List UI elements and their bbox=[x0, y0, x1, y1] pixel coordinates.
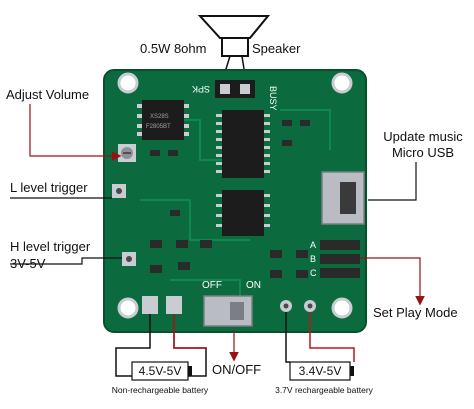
potentiometer-icon bbox=[118, 144, 136, 162]
mount-hole-bottom-left bbox=[117, 297, 139, 319]
battery-pads-right bbox=[280, 300, 316, 312]
smd-components bbox=[150, 120, 310, 278]
battery-pads-left bbox=[142, 296, 182, 314]
battery-right-caption: 3.7V rechargeable battery bbox=[275, 385, 373, 395]
mount-hole-top-left bbox=[117, 72, 139, 94]
set-play-mode-label: Set Play Mode bbox=[373, 305, 458, 320]
chip-label-2: F2805BT bbox=[146, 124, 171, 130]
main-chip-bottom bbox=[216, 190, 270, 236]
spk-label: SPK bbox=[192, 84, 210, 94]
main-chip-top bbox=[216, 110, 270, 178]
battery-left-caption: Non-rechargeable battery bbox=[111, 385, 209, 395]
h-trigger-pad bbox=[122, 252, 136, 266]
battery-icon-left bbox=[131, 361, 192, 381]
battery-right-voltage: 3.4V-5V bbox=[298, 364, 342, 378]
l-level-trigger-label: L level trigger bbox=[10, 180, 88, 195]
adjust-volume-label: Adjust Volume bbox=[6, 87, 90, 102]
play-mode-label-a: A bbox=[310, 240, 316, 250]
h-level-trigger-voltage: 3V-5V bbox=[10, 256, 46, 271]
l-trigger-pad bbox=[112, 184, 126, 198]
micro-usb-label: Micro USB bbox=[391, 145, 455, 160]
chip-label-1: XS28S bbox=[150, 114, 169, 120]
speaker-icon bbox=[197, 15, 271, 83]
mount-hole-bottom-right bbox=[331, 297, 353, 319]
play-mode-label-c: C bbox=[310, 268, 317, 278]
battery-icon-right bbox=[289, 361, 354, 381]
h-level-trigger-label: H level trigger bbox=[10, 239, 91, 254]
switch-on-label: ON bbox=[246, 280, 261, 291]
battery-left-voltage: 4.5V-5V bbox=[138, 364, 182, 378]
busy-label: BUSY bbox=[268, 86, 278, 111]
update-music-label: Update music bbox=[383, 129, 463, 144]
battery-right-wires bbox=[285, 312, 355, 363]
switch-off-label: OFF bbox=[202, 280, 222, 291]
speaker-connector bbox=[215, 80, 255, 98]
play-mode-label-b: B bbox=[310, 254, 316, 264]
mount-hole-top-right bbox=[331, 72, 353, 94]
speaker-power-label: 0.5W 8ohm bbox=[140, 41, 207, 56]
play-mode-pads bbox=[320, 240, 360, 278]
speaker-name-label: Speaker bbox=[252, 41, 301, 56]
amplifier-chip bbox=[137, 100, 189, 140]
on-off-label: ON/OFF bbox=[212, 362, 262, 377]
usb-port-icon bbox=[321, 171, 365, 225]
callout-lines bbox=[10, 104, 425, 362]
slide-switch-icon bbox=[203, 295, 253, 327]
